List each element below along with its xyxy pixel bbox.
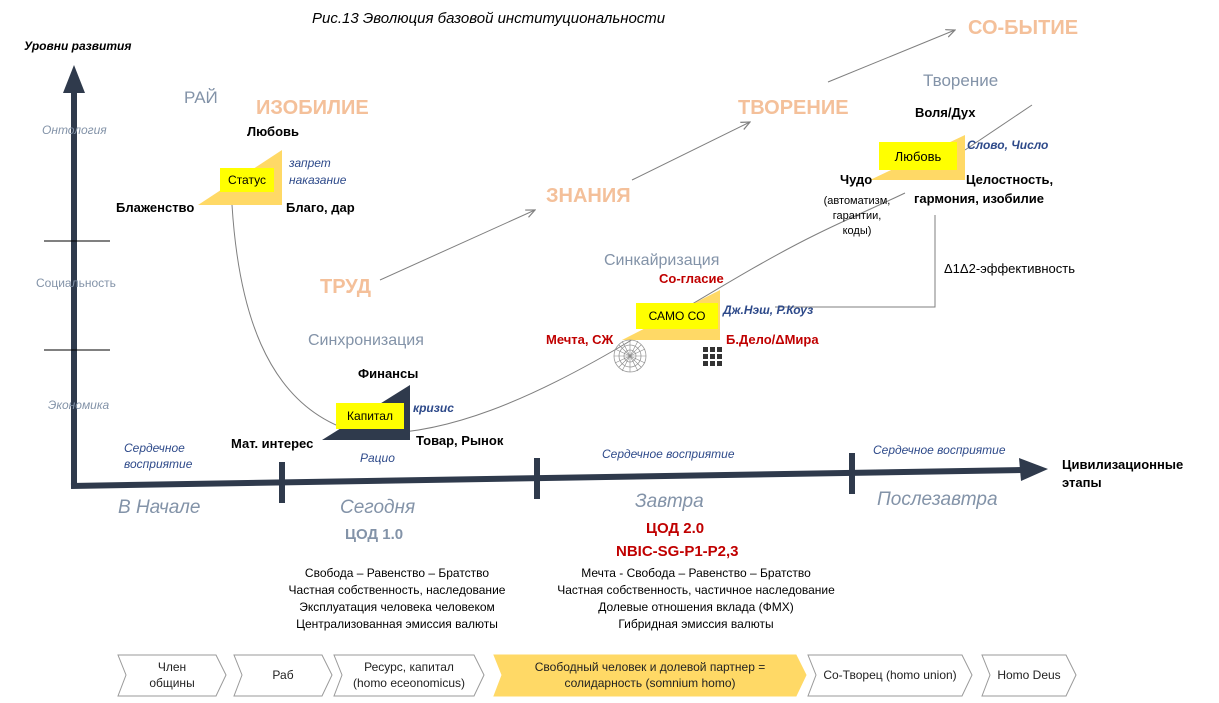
label-will-spirit: Воля/Дух <box>915 105 976 120</box>
chevron-1-line1: Член <box>157 659 187 674</box>
figure-title: Рис.13 Эволюция базовой институционально… <box>312 10 666 27</box>
label-creation: Творение <box>923 71 999 90</box>
label-ban: запрет <box>289 156 331 170</box>
x-axis-arrowhead <box>1019 458 1048 481</box>
chevron-5: Со-Творец (homo union) <box>816 655 964 696</box>
label-crisis: кризис <box>413 401 454 415</box>
today-line-2: Частная собственность, наследование <box>288 583 506 597</box>
level-ontology: Онтология <box>42 123 107 137</box>
level-economy: Экономика <box>48 398 110 412</box>
label-word-number: Слово, Число <box>967 138 1049 152</box>
tomorrow-code-1: ЦОД 2.0 <box>646 520 705 537</box>
tomorrow-line-4: Гибридная эмиссия валюты <box>618 617 774 631</box>
today-line-3: Эксплуатация человека человеком <box>299 600 495 614</box>
arrow-work-to-knowledge <box>379 210 535 281</box>
stage-after-tomorrow: Послезавтра <box>877 489 998 510</box>
chevron-3-line1: Ресурс, капитал <box>364 659 454 674</box>
chevron-1-line2: общины <box>149 675 195 690</box>
label-miracle-sub-1: (автоматизм, <box>823 195 891 207</box>
chevron-shape-3 <box>333 654 485 697</box>
label-punishment: наказание <box>289 173 347 187</box>
stage-beginning: В Начале <box>118 497 201 518</box>
label-rai: РАЙ <box>184 88 218 107</box>
label-integrity-2: гармония, изобилие <box>914 191 1045 206</box>
stage-today: Сегодня <box>340 497 416 518</box>
today-line-4: Централизованная эмиссия валюты <box>296 617 498 631</box>
label-consent: Со-гласие <box>659 271 724 286</box>
cardiac-3: Сердечное восприятие <box>873 443 1006 457</box>
tomorrow-line-3: Долевые отношения вклада (ФМХ) <box>598 600 794 614</box>
chevron-4: Свободный человек и долевой партнер =сол… <box>502 655 798 696</box>
label-goods-market: Товар, Рынок <box>416 433 504 448</box>
x-axis <box>70 467 1023 489</box>
chevron-2: Раб <box>242 655 324 696</box>
efficiency-bracket <box>775 215 936 308</box>
today-line-1: Свобода – Равенство – Братство <box>304 566 490 580</box>
label-nash-coase: Дж.Нэш, Р.Коуз <box>723 303 814 317</box>
label-love-paradise: Любовь <box>247 124 300 139</box>
stage-tomorrow: Завтра <box>635 491 704 512</box>
capital-box: Капитал <box>336 403 404 429</box>
label-event: СО-БЫТИЕ <box>968 17 1079 39</box>
chevron-shape-1 <box>117 654 227 697</box>
label-mat-interest: Мат. интерес <box>231 436 314 451</box>
label-good: Благо, дар <box>286 200 355 215</box>
cardiac-1-line2: восприятие <box>124 457 193 471</box>
chevron-5-line1: Со-Творец (homo union) <box>823 667 957 682</box>
arrow-knowledge-to-creation <box>631 122 750 181</box>
label-dream: Мечта, СЖ <box>546 332 614 347</box>
chevron-row <box>117 654 1077 697</box>
label-abundance: ИЗОБИЛИЕ <box>256 97 369 119</box>
label-bliss: Блаженство <box>116 200 195 215</box>
label-miracle-sub-2: гарантии, <box>832 210 882 222</box>
chevron-shape-5 <box>807 654 973 697</box>
label-creation-caps: ТВОРЕНИЕ <box>738 97 849 119</box>
label-integrity-1: Целостность, <box>966 172 1054 187</box>
tomorrow-line-2: Частная собственность, частичное наследо… <box>557 583 835 597</box>
samo-box: САМО СО <box>636 303 718 329</box>
chevron-shape-6 <box>981 654 1077 697</box>
chevron-4-line2: солидарность (somnium homo) <box>564 675 736 690</box>
love-box: Любовь <box>879 142 957 170</box>
y-axis-arrowhead <box>63 65 85 93</box>
label-finance: Финансы <box>358 366 419 381</box>
chevron-3: Ресурс, капитал(homo eceonomicus) <box>342 655 476 696</box>
label-work: ТРУД <box>320 276 371 298</box>
label-knowledge: ЗНАНИЯ <box>546 185 631 207</box>
label-ratio: Рацио <box>360 451 395 465</box>
status-box: Статус <box>220 168 274 192</box>
label-deal: Б.Дело/ΔМира <box>726 332 819 347</box>
label-efficiency: Δ1Δ2-эффективность <box>944 261 1076 276</box>
development-curve <box>231 192 906 434</box>
chevron-shape-2 <box>233 654 333 697</box>
cardiac-1-line1: Сердечное <box>124 441 185 455</box>
label-miracle: Чудо <box>840 172 873 187</box>
label-sync: Синхронизация <box>308 332 424 349</box>
x-axis-label-line1: Цивилизационные <box>1062 457 1184 472</box>
chevron-6: Homo Deus <box>990 655 1068 696</box>
tomorrow-code-2: NBIC-SG-P1-P2,3 <box>616 543 739 560</box>
x-axis-label-line2: этапы <box>1062 475 1102 490</box>
arrow-creation-to-event <box>827 30 955 83</box>
tomorrow-line-1: Мечта - Свобода – Равенство – Братство <box>581 566 811 580</box>
chevron-2-line1: Раб <box>272 667 294 682</box>
level-sociality: Социальность <box>36 276 116 290</box>
chevron-3-line2: (homo eceonomicus) <box>352 675 466 690</box>
label-miracle-sub-3: коды) <box>842 225 872 237</box>
network-icon <box>613 339 647 373</box>
y-axis-label: Уровни развития <box>24 39 132 53</box>
curve-continuation <box>964 104 1033 151</box>
cardiac-2: Сердечное восприятие <box>602 447 735 461</box>
chevron-6-line1: Homo Deus <box>997 667 1061 682</box>
today-code: ЦОД 1.0 <box>345 526 404 543</box>
label-synk: Синкайризация <box>604 252 720 269</box>
chevron-shape-4 <box>493 654 807 697</box>
grid-icon <box>703 347 722 366</box>
chevron-4-line1: Свободный человек и долевой партнер = <box>534 659 766 674</box>
